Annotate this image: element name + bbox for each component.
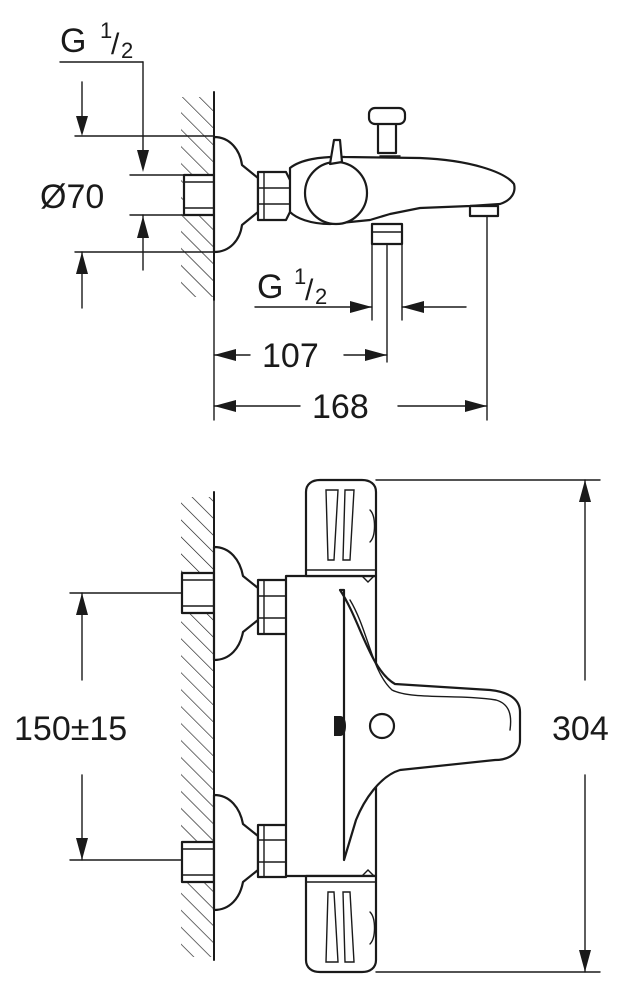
outlet-circle: [368, 712, 396, 740]
lower-flange: [212, 793, 260, 912]
hex-nut: [256, 170, 294, 222]
inlet-stub: [182, 173, 216, 217]
diverter-knob: [367, 106, 407, 126]
thread-top-slash: /: [111, 28, 120, 61]
bottom-handle: [304, 874, 378, 974]
upper-flange: [212, 545, 260, 662]
flange: [212, 135, 260, 254]
thread-top-num: 1: [100, 18, 112, 43]
indicator-mark: [334, 716, 346, 736]
dim-150: 150±15: [14, 710, 127, 748]
thread-top-label: G: [60, 22, 86, 60]
bottom-connector: [370, 222, 404, 246]
spout-outlet: [468, 204, 500, 218]
diverter-lever: [328, 138, 344, 166]
front-view: 150±15 304: [14, 478, 609, 974]
thermostat-knob: [303, 160, 369, 226]
dim-168: 168: [312, 388, 369, 426]
thread-bottom-slash: /: [305, 274, 314, 307]
diameter-label: Ø70: [40, 178, 104, 216]
thread-bottom-num: 1: [294, 264, 306, 289]
wall-hatch-bottom: [181, 497, 214, 957]
dim-304: 304: [552, 710, 609, 748]
thread-bottom-label: G: [257, 268, 283, 306]
dim-107: 107: [262, 337, 319, 375]
side-view: G 1 / 2 Ø70 G 1 / 2 107 168: [40, 18, 516, 426]
thread-bottom-den: 2: [315, 284, 327, 309]
thread-top-den: 2: [121, 38, 133, 63]
top-handle: [304, 478, 378, 578]
